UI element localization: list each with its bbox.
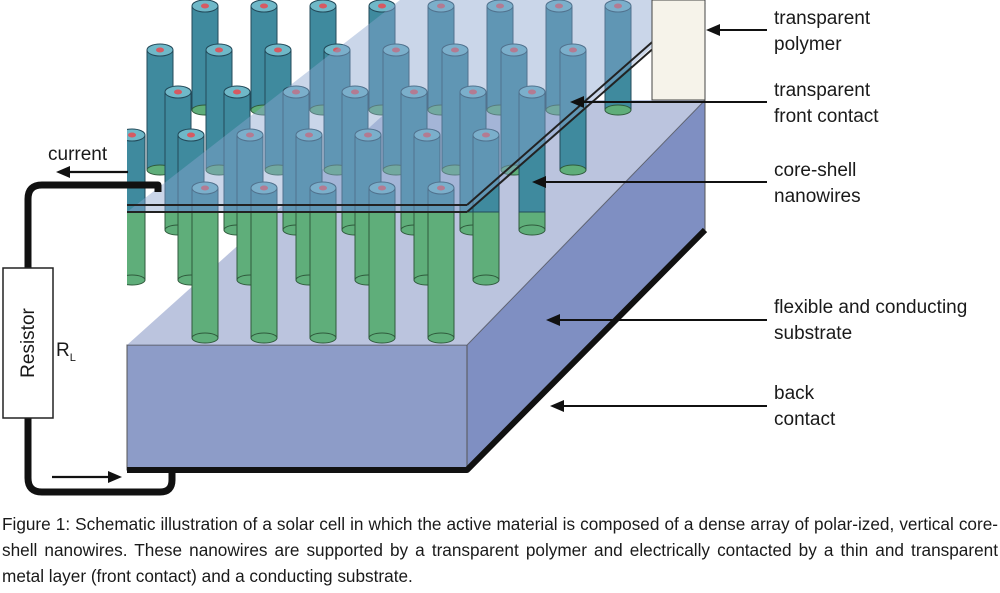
label-back-contact: back contact [774,383,836,430]
figure-caption: Figure 1: Schematic illustration of a so… [2,514,998,586]
current-label: current [48,144,108,165]
nanowire [604,0,632,116]
nanowire [205,43,233,176]
back-contact-edge [127,227,708,473]
current-arrow-bottom [52,471,122,483]
nanowire [427,0,455,116]
label-pointer-arrows [532,24,767,412]
nanowire [354,128,382,286]
external-circuit-wire-bottom [24,418,176,496]
transparent-polymer-corner [651,0,706,101]
transparent-polymer-top [127,0,705,212]
label-transparent-front-contact: transparent front contact [774,80,879,127]
label-core-shell-nanowires: core-shell nanowires [774,160,862,207]
label-substrate: flexible and conducting substrate [774,297,973,344]
solar-cell-diagram: Resistor RL current transparent polymer … [2,0,973,496]
nanowire [518,85,546,236]
current-arrow [56,166,128,178]
substrate-front-face [126,344,468,471]
rl-label: RL [56,340,76,364]
resistor-label: Resistor [18,307,39,377]
label-transparent-polymer: transparent polymer [774,8,875,55]
nanowire [264,43,292,176]
nanowire [472,128,500,286]
resistor [2,267,54,419]
external-circuit-wire [24,181,162,268]
